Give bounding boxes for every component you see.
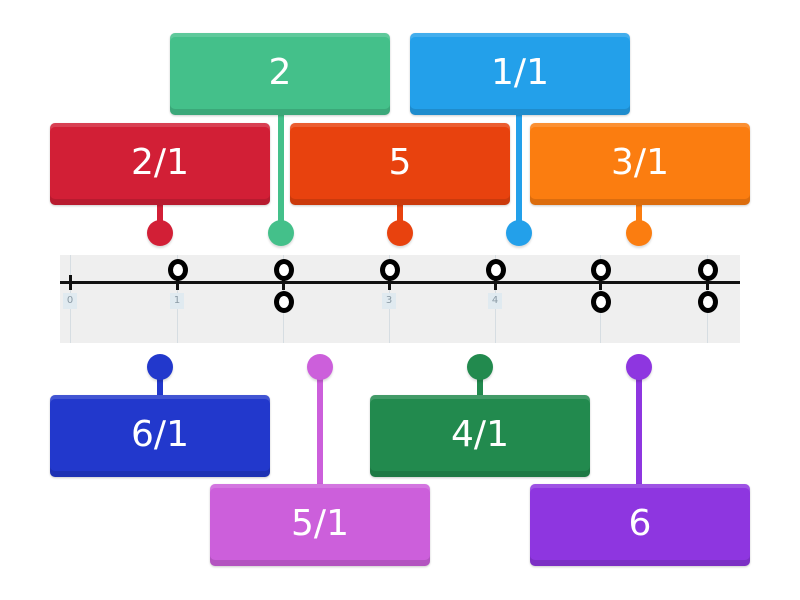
tick: [388, 275, 391, 290]
tick: [599, 275, 602, 290]
pin-dot[interactable]: [147, 220, 173, 246]
drop-target[interactable]: [486, 259, 506, 281]
tick-label-4: 4: [488, 293, 502, 309]
pin-dot[interactable]: [626, 354, 652, 380]
number-line-area: [60, 255, 740, 343]
tick: [69, 275, 72, 290]
tick: [176, 275, 179, 290]
label-card[interactable]: 6: [530, 484, 750, 566]
pin-stem: [317, 370, 323, 488]
label-card[interactable]: 6/1: [50, 395, 270, 477]
label-card[interactable]: 2: [170, 33, 390, 115]
pin-dot[interactable]: [387, 220, 413, 246]
pin-stem: [278, 110, 284, 230]
pin-dot[interactable]: [307, 354, 333, 380]
drop-target[interactable]: [380, 259, 400, 281]
label-card[interactable]: 3/1: [530, 123, 750, 205]
pin-dot[interactable]: [467, 354, 493, 380]
pin-stem: [157, 200, 163, 230]
drop-target[interactable]: [168, 259, 188, 281]
pin-stem: [636, 370, 642, 488]
drop-target[interactable]: [698, 291, 718, 313]
pin-dot[interactable]: [626, 220, 652, 246]
tick: [494, 275, 497, 290]
pin-dot[interactable]: [506, 220, 532, 246]
tick-label-0: 0: [63, 293, 77, 309]
number-line-axis: [60, 281, 740, 284]
pin-stem: [157, 370, 163, 400]
tick: [282, 275, 285, 290]
drop-target[interactable]: [591, 259, 611, 281]
drop-target[interactable]: [698, 259, 718, 281]
tick: [706, 275, 709, 290]
label-card[interactable]: 5/1: [210, 484, 430, 566]
drop-target[interactable]: [274, 259, 294, 281]
pin-dot[interactable]: [268, 220, 294, 246]
tick-label-1: 1: [170, 293, 184, 309]
drop-target[interactable]: [591, 291, 611, 313]
label-card[interactable]: 2/1: [50, 123, 270, 205]
drop-target[interactable]: [274, 291, 294, 313]
tick-label-3: 3: [382, 293, 396, 309]
label-card[interactable]: 4/1: [370, 395, 590, 477]
pin-stem: [397, 200, 403, 230]
pin-stem: [516, 110, 522, 230]
label-card[interactable]: 1/1: [410, 33, 630, 115]
label-card[interactable]: 5: [290, 123, 510, 205]
pin-stem: [477, 370, 483, 400]
pin-stem: [636, 200, 642, 230]
pin-dot[interactable]: [147, 354, 173, 380]
